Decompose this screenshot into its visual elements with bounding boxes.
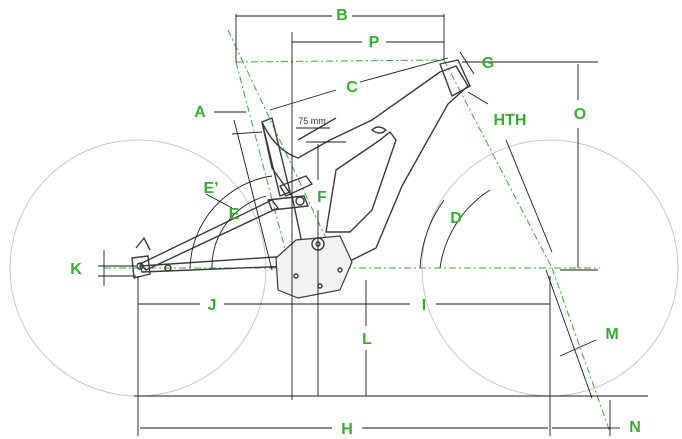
label-a: A bbox=[194, 104, 206, 121]
label-m: M bbox=[605, 326, 618, 343]
arc-d bbox=[439, 189, 491, 269]
label-hth: HTH bbox=[494, 112, 527, 129]
frame-hole bbox=[371, 126, 387, 134]
label-75mm: 75 mm bbox=[298, 116, 326, 126]
dimension-lines bbox=[98, 14, 648, 436]
label-f: F bbox=[317, 189, 327, 206]
label-d: D bbox=[450, 210, 462, 227]
shock-mount bbox=[295, 196, 305, 206]
seat-tube bbox=[261, 117, 291, 197]
label-e-prime: E’ bbox=[203, 180, 218, 197]
arc-e-prime bbox=[189, 175, 273, 269]
geometry-guidelines bbox=[104, 29, 611, 433]
label-l: L bbox=[362, 331, 372, 348]
brake-mount bbox=[135, 237, 151, 251]
frame-cutout bbox=[325, 131, 397, 233]
label-g: G bbox=[482, 55, 494, 72]
label-n: N bbox=[629, 419, 641, 436]
label-c: C bbox=[346, 79, 358, 96]
main-frame bbox=[261, 65, 469, 267]
label-b: B bbox=[336, 7, 348, 24]
rear-axle bbox=[136, 262, 144, 270]
label-o: O bbox=[574, 106, 586, 123]
head-tube bbox=[439, 59, 471, 97]
label-k: K bbox=[70, 261, 82, 278]
label-p: P bbox=[369, 34, 380, 51]
label-j: J bbox=[208, 297, 217, 314]
angle-arcs bbox=[189, 175, 491, 269]
dimension-labels: B P C G A 75 mm HTH O E’ F E D K J I M L… bbox=[70, 7, 641, 438]
label-e: E bbox=[229, 206, 240, 223]
rocker-link bbox=[279, 175, 313, 197]
label-h: H bbox=[341, 421, 353, 438]
label-i: I bbox=[422, 297, 426, 314]
arc-e bbox=[211, 195, 267, 269]
motor-housing bbox=[275, 235, 353, 299]
bike-frame bbox=[131, 59, 471, 299]
rear-dropout bbox=[131, 255, 151, 279]
